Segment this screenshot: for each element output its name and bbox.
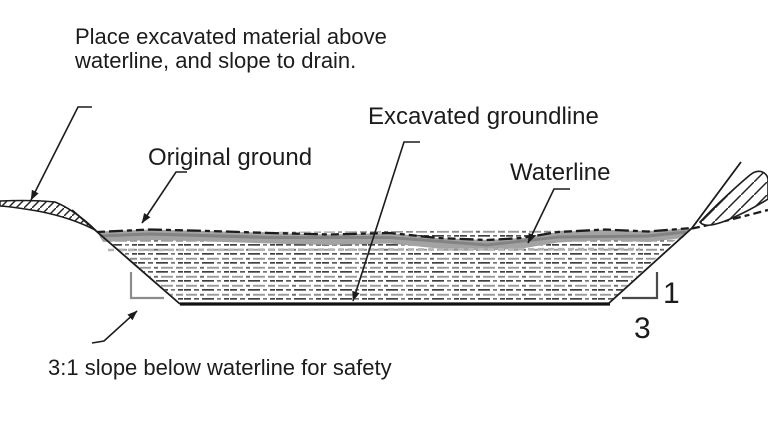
- top-note-line1: Place excavated material above: [75, 24, 387, 49]
- waterline-band: [97, 228, 690, 252]
- annotation-text: Place excavated material above waterline…: [48, 24, 680, 380]
- leader-original-ground: [141, 171, 187, 224]
- left-slope-bracket: [129, 272, 164, 300]
- left-slope-line: [71, 209, 181, 305]
- excavation-outline: [71, 161, 742, 306]
- slope-ratio-run: 3: [634, 312, 651, 345]
- leader-waterline: [527, 188, 570, 244]
- original-ground-label: Original ground: [148, 144, 312, 171]
- top-note-line2: waterline, and slope to drain.: [74, 48, 356, 73]
- waterline-label: Waterline: [510, 159, 610, 186]
- right-slope-bracket: [622, 272, 659, 300]
- leader-slope-note: [91, 310, 138, 344]
- leader-lines: [30, 106, 570, 344]
- excavated-groundline-label: Excavated groundline: [368, 103, 599, 130]
- slope-ratio-rise: 1: [663, 277, 680, 310]
- original-ground-dashed-line: [96, 208, 768, 242]
- leader-top-note: [30, 106, 92, 201]
- right-slope-line: [607, 161, 742, 305]
- leader-excavated-groundline: [352, 141, 420, 302]
- bottom-slope-note: 3:1 slope below waterline for safety: [48, 355, 392, 380]
- excavated-area-stipple: [100, 229, 687, 304]
